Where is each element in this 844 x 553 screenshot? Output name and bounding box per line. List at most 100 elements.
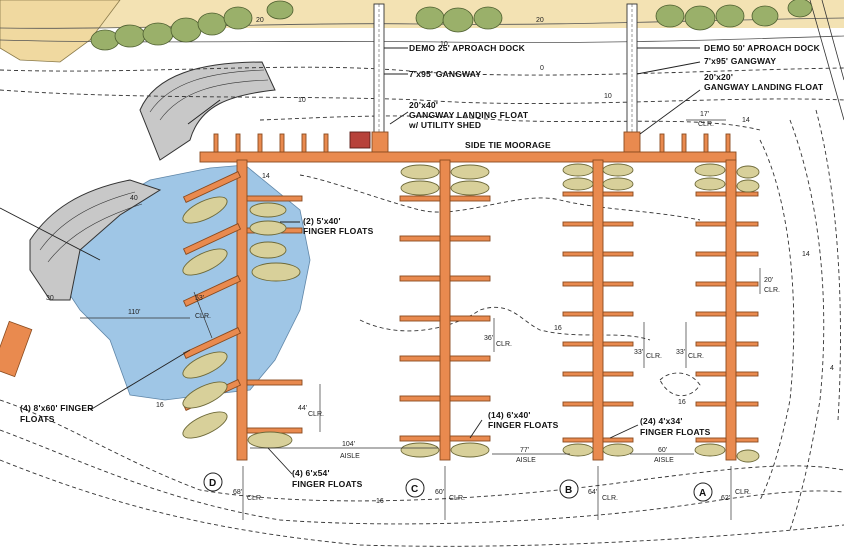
dock-bubble-d: D [203, 472, 223, 492]
dim-110: 110' [128, 309, 141, 316]
dimension-text: 110' 53' CLR. 44' CLR. 36' CLR. 33' CLR.… [128, 111, 780, 502]
dock-bubble-a: A [693, 482, 713, 502]
contour-label-16-right: 16 [678, 399, 686, 406]
dim-20-clr: CLR. [764, 287, 780, 294]
dim-a-62: 62' [721, 495, 730, 502]
label-finger-4-6x54-size: (4) 6'x54' [292, 468, 330, 478]
dock-a-stem [725, 159, 737, 461]
contour-label-10-right: 10 [604, 93, 612, 100]
dim-aisle-77-word: AISLE [516, 457, 536, 464]
side-tie-stubs [213, 133, 731, 153]
label-demo-50-approach-dock: DEMO 50' APROACH DOCK [704, 43, 821, 53]
contour-label-16-mid: 16 [554, 325, 562, 332]
contour-label-10-mid: 10 [440, 41, 448, 48]
dim-c-60: 60' [435, 489, 444, 496]
label-finger-4-6x54-name: FINGER FLOATS [292, 479, 363, 489]
contour-label-14-left: 14 [262, 173, 270, 180]
dim-33-a-clr: CLR. [688, 353, 704, 360]
contour-label-10-left: 10 [298, 97, 306, 104]
shore-structure [0, 320, 33, 378]
dim-d-68-clr: CLR. [247, 495, 263, 502]
dock-bubble-b: B [559, 479, 579, 499]
label-finger-14-size: (14) 6'x40' [488, 410, 531, 420]
dim-aisle-104: 104' [342, 441, 355, 448]
label-gangway-right: 7'x95' GANGWAY [704, 56, 776, 66]
dock-label-a: A [699, 488, 706, 499]
gangway-landing-float-left [371, 131, 389, 153]
label-finger-4-8x60-name: FLOATS [20, 414, 55, 424]
label-finger-24-name: FINGER FLOATS [640, 427, 711, 437]
label-finger-24-size: (24) 4'x34' [640, 416, 683, 426]
contour-label-4: 4 [830, 365, 834, 372]
riprap-slope-upper [139, 61, 276, 161]
dim-aisle-60-word: AISLE [654, 457, 674, 464]
dim-33-b: 33' [634, 349, 643, 356]
approach-dock-left [373, 3, 385, 141]
label-demo-25-approach-dock: DEMO 25' APROACH DOCK [409, 43, 526, 53]
dock-d-boats [182, 196, 301, 449]
label-landing-float-left-size: 20'x40' [409, 100, 438, 110]
dimension-lines [80, 119, 761, 520]
dim-b-64: 64' [588, 489, 597, 496]
label-finger-2-size: (2) 5'x40' [303, 216, 341, 226]
dock-a-boats [694, 163, 760, 463]
dim-c-60-clr: CLR. [449, 495, 465, 502]
dim-aisle-104-word: AISLE [340, 453, 360, 460]
leader-lines [0, 47, 701, 475]
dim-17-clr: CLR. [698, 121, 714, 128]
dim-b-64-clr: CLR. [602, 495, 618, 502]
dock-c-stem [439, 159, 451, 461]
label-utility-shed: w/ UTILITY SHED [408, 120, 481, 130]
dock-label-c: C [411, 484, 418, 495]
label-finger-14-name: FINGER FLOATS [488, 420, 559, 430]
contour-label-14-top: 14 [742, 117, 750, 124]
dock-c-boats [400, 164, 490, 458]
main-walkway [199, 151, 737, 163]
utility-shed [349, 131, 371, 149]
contour-label-0: 0 [540, 65, 544, 72]
label-landing-float-left-name: GANGWAY LANDING FLOAT [409, 110, 529, 120]
contour-label-16-left: 16 [156, 402, 164, 409]
dim-33-a: 33' [676, 349, 685, 356]
dim-a-62-clr: CLR. [735, 489, 751, 496]
dim-aisle-77: 77' [520, 447, 529, 454]
dim-17: 17' [700, 111, 709, 118]
dim-aisle-60: 60' [658, 447, 667, 454]
label-finger-2-name: FINGER FLOATS [303, 226, 374, 236]
dock-a-fingers [695, 191, 759, 443]
contour-label-20-left: 20 [256, 17, 264, 24]
dock-b-boats [562, 163, 634, 457]
dim-36: 36' [484, 335, 493, 342]
dim-36-clr: CLR. [496, 341, 512, 348]
approach-dock-right [626, 3, 638, 141]
label-finger-4-8x60-size: (4) 8'x60' FINGER [20, 403, 94, 413]
dock-b-fingers [562, 191, 634, 443]
dim-53-clr: CLR. [195, 313, 211, 320]
label-gangway-left: 7'x95' GANGWAY [409, 69, 481, 79]
label-side-tie-moorage: SIDE TIE MOORAGE [465, 140, 551, 150]
dock-label-d: D [209, 478, 216, 489]
contour-label-14-right: 14 [802, 251, 810, 258]
dim-d-68: 68' [233, 489, 242, 496]
dim-20: 20' [764, 277, 773, 284]
dim-44: 44' [298, 405, 307, 412]
dim-33-b-clr: CLR. [646, 353, 662, 360]
depth-contours [0, 66, 844, 547]
annotations: DEMO 25' APROACH DOCK 7'x95' GANGWAY 20'… [20, 43, 824, 489]
contour-label-20-right: 20 [536, 17, 544, 24]
contour-label-40: 40 [130, 195, 138, 202]
riprap-slope-lower [29, 179, 162, 301]
label-landing-float-right-size: 20'x20' [704, 72, 733, 82]
dock-bubble-c: C [405, 478, 425, 498]
contour-labels: 20 20 10 10 10 0 14 14 16 16 16 16 14 4 … [46, 17, 834, 505]
label-landing-float-right-name: GANGWAY LANDING FLOAT [704, 82, 824, 92]
dock-label-b: B [565, 485, 572, 496]
dim-44-clr: CLR. [308, 411, 324, 418]
dock-d-stem [236, 159, 248, 461]
dock-c-fingers [399, 195, 491, 442]
contour-label-30: 30 [46, 295, 54, 302]
tree-clusters [90, 0, 813, 51]
contour-label-16-bottom: 16 [376, 498, 384, 505]
gangway-landing-float-right [623, 131, 641, 153]
